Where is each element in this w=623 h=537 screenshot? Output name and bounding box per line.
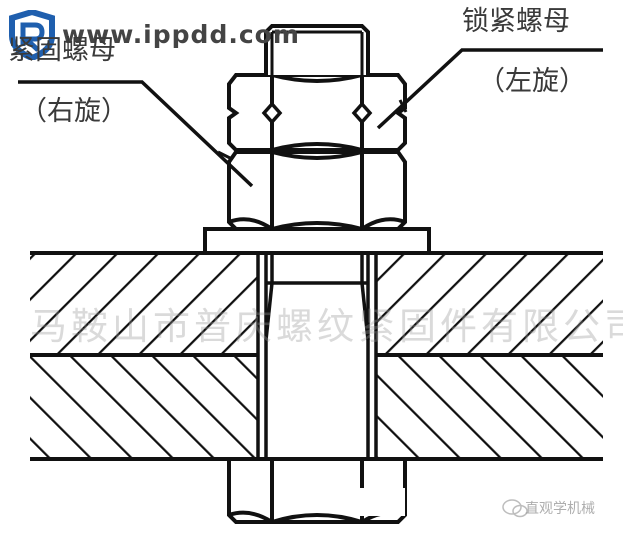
leader-lines	[18, 48, 603, 188]
watermark-company: 马鞍山市普庆螺纹紧固件有限公司	[30, 305, 623, 348]
lower-plate	[30, 355, 603, 459]
lock-nut-direction-label: （左旋）	[478, 66, 586, 97]
fastening-nut-leader	[18, 80, 254, 188]
bolt-shank	[256, 253, 378, 459]
leader-arrows	[217, 99, 408, 160]
wechat-icon	[502, 499, 528, 518]
washer	[203, 227, 431, 255]
fastening-nut	[227, 150, 407, 231]
shield-r-logo-icon	[9, 10, 55, 60]
watermark-url: www.ippdd.com	[62, 20, 300, 49]
mask-strip	[357, 488, 405, 516]
bolt-thread-end	[264, 24, 370, 75]
fastening-nut-label: 紧固螺母	[8, 35, 116, 66]
lock-nut	[227, 73, 407, 152]
lock-nut-label: 锁紧螺母	[462, 6, 570, 37]
lock-nut-leader	[376, 48, 603, 130]
upper-plate	[30, 253, 603, 355]
fastening-nut-direction-label: （右旋）	[20, 96, 128, 127]
watermark-bottom-right: 直观学机械	[525, 501, 595, 517]
